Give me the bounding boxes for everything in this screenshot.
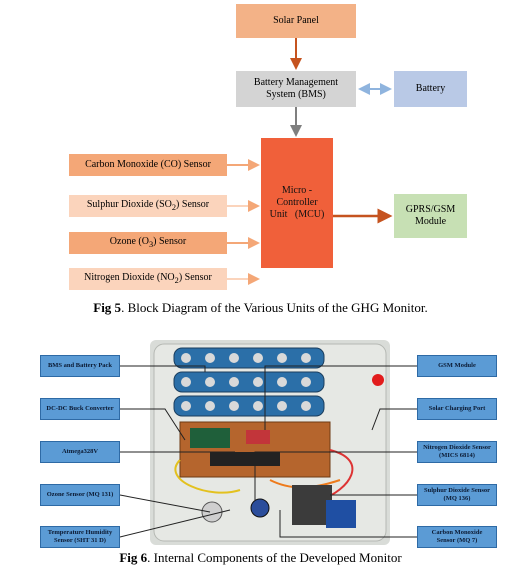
callout-so2-sensor: Sulphur Dioxide Sensor (MQ 136) — [417, 484, 497, 506]
leader-temp — [119, 509, 231, 538]
bms-block: Battery Management System (BMS) — [236, 71, 356, 107]
callout-solar-charging-port: Solar Charging Port — [417, 398, 497, 420]
leader-solar-port — [371, 408, 417, 431]
no2-sensor-label: Nitrogen Dioxide (NO2) Sensor — [84, 271, 212, 285]
figure5-caption-label: Fig 5 — [93, 300, 122, 315]
figure6-caption-text: . Internal Components of the Developed M… — [147, 550, 402, 565]
mcu-label-line2: Controller — [276, 197, 318, 208]
o3-sensor-label: Ozone (O3) Sensor — [109, 235, 187, 249]
callout-dcdc-converter: DC-DC Buck Converter — [40, 398, 120, 420]
leader-gsm — [264, 365, 417, 430]
bms-label-line2: System (BMS) — [266, 89, 326, 100]
battery-cells — [173, 347, 325, 417]
monitor-internals-photo — [150, 340, 390, 545]
callout-ozone-sensor: Ozone Sensor (MQ 131) — [40, 484, 120, 506]
o3-sensor-block: Ozone (O3) Sensor — [69, 232, 227, 254]
figure5-caption: Fig 5. Block Diagram of the Various Unit… — [0, 300, 521, 316]
gprs-label-line2: Module — [414, 216, 447, 227]
leader-co — [279, 510, 417, 538]
callout-no2-sensor: Nitrogen Dioxide Sensor (MICS 6814) — [417, 441, 497, 463]
mcu-block: Micro - Controller Unit (MCU) — [261, 138, 333, 268]
solar-panel-block: Solar Panel — [236, 4, 356, 38]
so2-sensor-label: Sulphur Dioxide (SO2) Sensor — [86, 198, 210, 212]
gprs-label-line1: GPRS/GSM — [405, 204, 456, 215]
mcu-label-line1: Micro - — [281, 185, 313, 196]
figure6-caption: Fig 6. Internal Components of the Develo… — [0, 550, 521, 566]
callout-atmega328v: Atmega328V — [40, 441, 120, 463]
battery-block: Battery — [394, 71, 467, 107]
solar-panel-label: Solar Panel — [273, 15, 319, 26]
mcu-label-line3: Unit (MCU) — [269, 209, 325, 220]
battery-label: Battery — [415, 83, 446, 94]
leader-bms-pack — [120, 365, 206, 372]
monitor-internals-illustration — [153, 343, 387, 542]
no2-sensor-block: Nitrogen Dioxide (NO2) Sensor — [69, 268, 227, 290]
callout-gsm-module: GSM Module — [417, 355, 497, 377]
so2-sensor-block: Sulphur Dioxide (SO2) Sensor — [69, 195, 227, 217]
callout-co-sensor: Carbon Monoxide Sensor (MQ 7) — [417, 526, 497, 548]
callout-temp-humidity-sensor: Temperature Humidity Sensor (SHT 31 D) — [40, 526, 120, 548]
figure5-caption-text: . Block Diagram of the Various Units of … — [121, 300, 428, 315]
callout-bms-battery-pack: BMS and Battery Pack — [40, 355, 120, 377]
bms-label-line1: Battery Management — [253, 77, 339, 88]
leader-ozone — [119, 494, 211, 513]
leader-dcdc — [120, 408, 186, 441]
gprs-gsm-block: GPRS/GSM Module — [394, 194, 467, 238]
leader-no2 — [254, 451, 417, 500]
figure6-caption-label: Fig 6 — [119, 550, 148, 565]
co-sensor-label: Carbon Monoxide (CO) Sensor — [85, 159, 211, 170]
co-sensor-block: Carbon Monoxide (CO) Sensor — [69, 154, 227, 176]
